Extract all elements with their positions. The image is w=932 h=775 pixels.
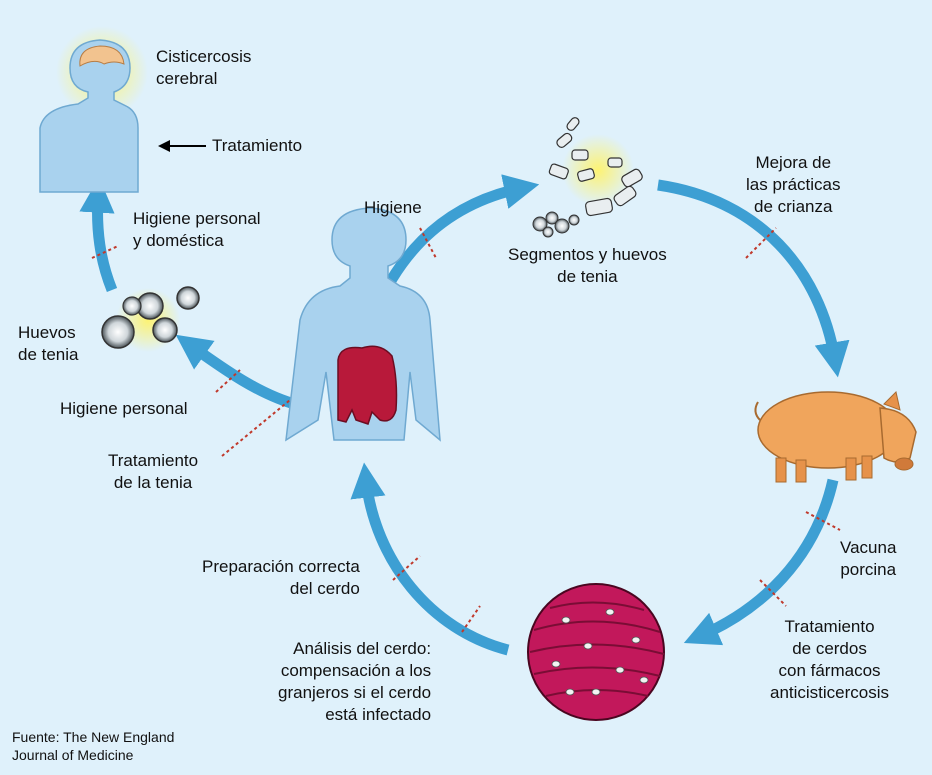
label-pig-analysis: Análisis del cerdo: compensación a los g…: [278, 639, 432, 724]
label-hygiene: Higiene: [364, 198, 422, 217]
arrow-human-to-eggs: [175, 334, 300, 411]
arrow-eggs-to-brain: [79, 177, 118, 293]
human-intestine-figure: [285, 207, 441, 442]
brain-icon: [79, 45, 125, 67]
barrier-hygiene-home: [91, 245, 119, 259]
barrier-preparation: [392, 555, 421, 581]
arrow-muscle-to-human: [350, 462, 510, 656]
label-hygiene-personal: Higiene personal: [60, 399, 188, 418]
label-breeding-practices: Mejora de las prácticas de crianza: [746, 153, 841, 216]
label-tapeworm-eggs: Huevos de tenia: [18, 323, 79, 364]
intestine-icon: [337, 345, 398, 425]
label-tapeworm-treatment: Tratamiento de la tenia: [108, 451, 199, 492]
treatment-arrow: [158, 140, 206, 152]
barrier-vaccine: [805, 511, 841, 531]
tapeworm-eggs-icon: [101, 286, 200, 352]
tapeworm-segments-icon: [532, 117, 643, 238]
label-brain-cysticercosis: Cisticercosis cerebral: [156, 47, 252, 88]
label-treatment: Tratamiento: [212, 136, 303, 155]
label-hygiene-home: Higiene personal y doméstica: [133, 209, 261, 250]
label-pig-treatment: Tratamiento de cerdos con fármacos antic…: [770, 617, 890, 702]
label-segments-eggs: Segmentos y huevos de tenia: [508, 245, 667, 286]
barrier-marks: [91, 227, 841, 633]
label-pig-vaccine: Vacuna porcina: [840, 538, 897, 579]
label-pig-preparation: Preparación correcta del cerdo: [202, 557, 360, 598]
barrier-pig-analysis: [461, 605, 481, 633]
source-credit: Fuente: The New England Journal of Medic…: [12, 729, 175, 763]
arrow-segments-to-pig: [657, 179, 850, 378]
pig-icon: [754, 391, 917, 483]
barrier-tapeworm-treatment: [221, 399, 291, 457]
human-brain-figure: [39, 26, 148, 193]
barrier-pig-treatment: [759, 579, 787, 607]
arrow-pig-to-muscle: [683, 478, 839, 646]
infected-muscle-icon: [527, 583, 665, 721]
cycle-arrows: [79, 174, 850, 656]
barrier-breeding: [745, 227, 777, 259]
